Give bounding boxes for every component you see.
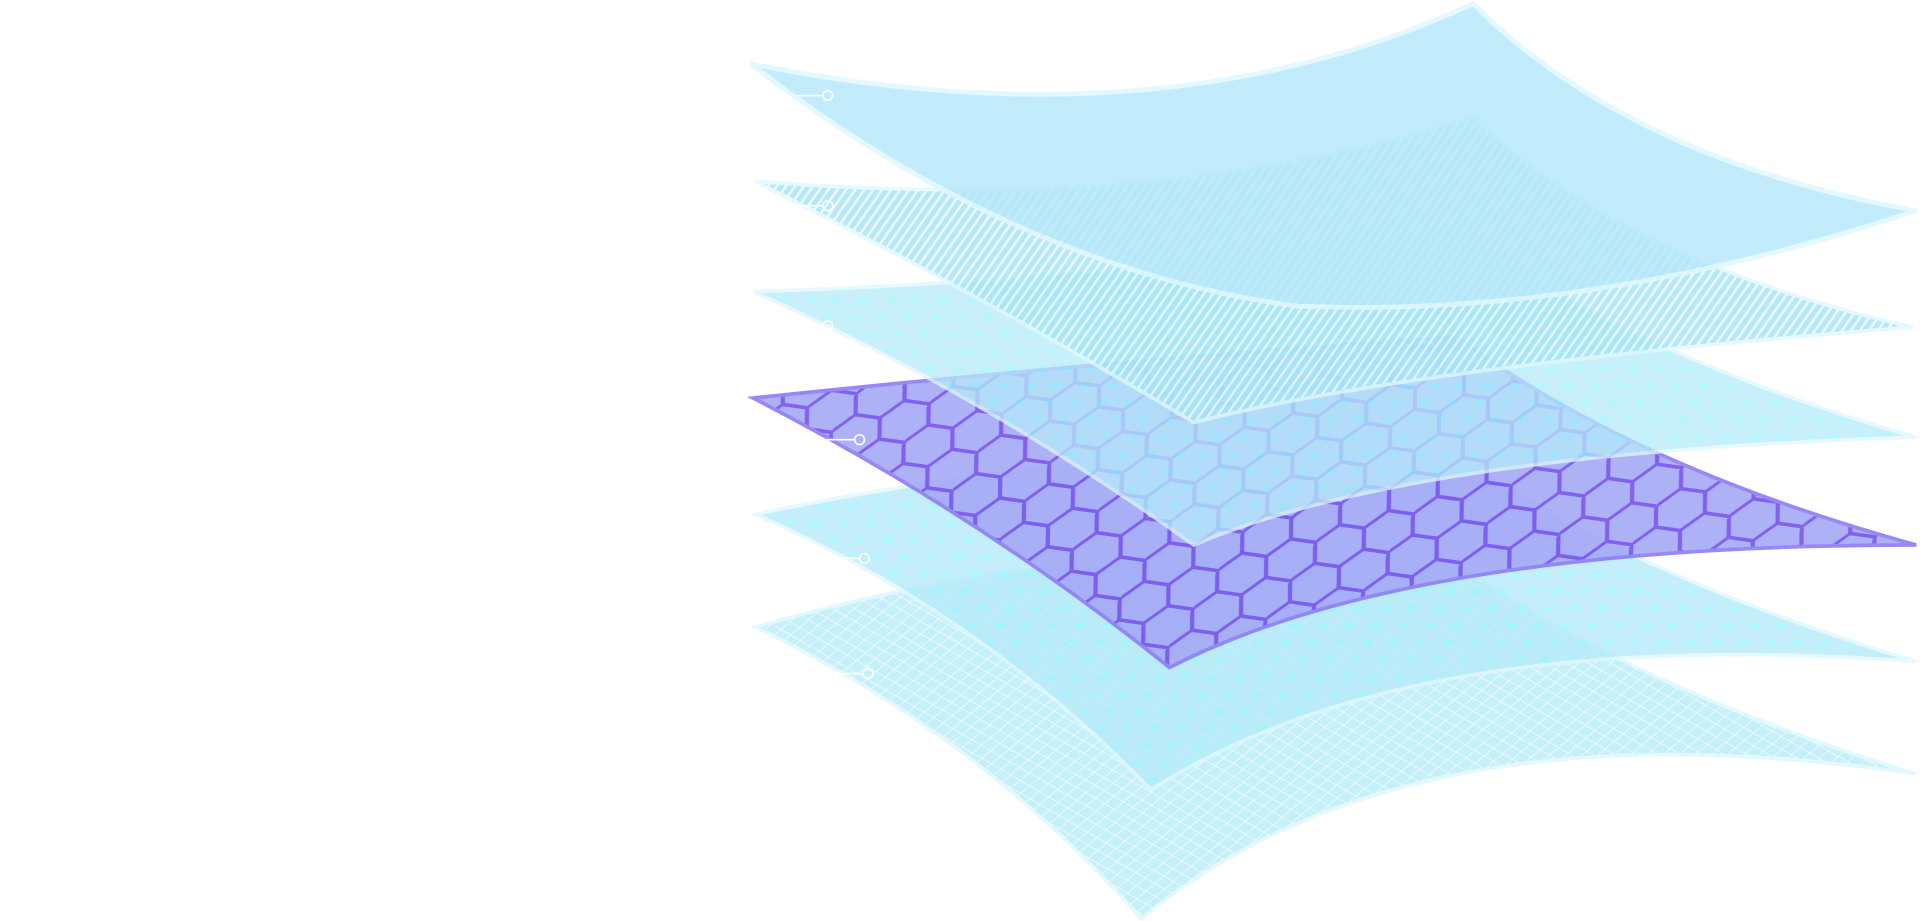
callout-marker-4 — [820, 433, 866, 446]
layer-top-sheet — [749, 0, 1918, 310]
callout-marker-5 — [826, 552, 871, 565]
callout-marker-6 — [838, 667, 874, 680]
callout-marker-2 — [795, 200, 834, 212]
callout-marker-1 — [795, 89, 834, 102]
callouts — [795, 89, 874, 680]
callout-marker-3 — [802, 320, 834, 332]
